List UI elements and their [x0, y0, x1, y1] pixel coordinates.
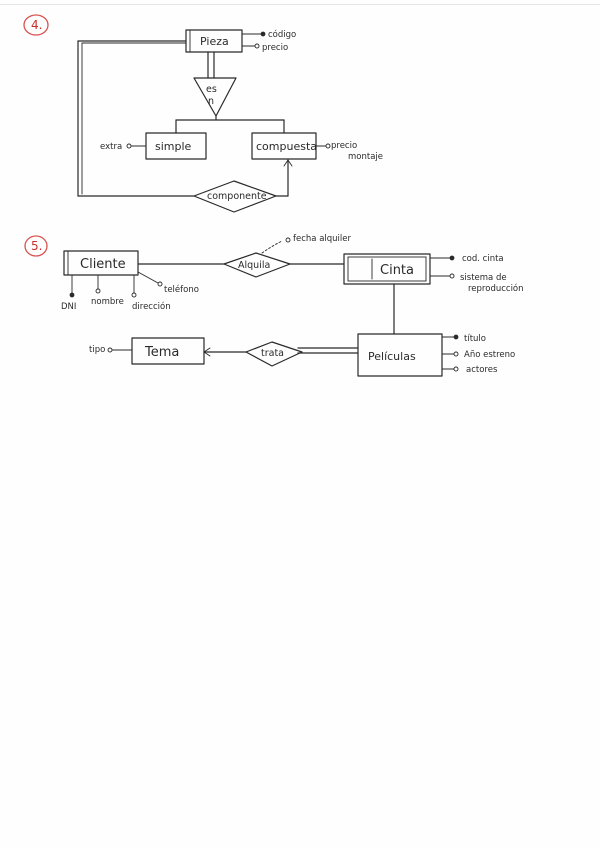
exercise-5-number-circle: [24, 235, 48, 257]
attribute-direccion: dirección: [132, 301, 171, 312]
attribute-sistema-1: sistema de: [460, 273, 507, 283]
entity-pieza: Pieza: [185, 29, 243, 53]
entity-pieza-label: Pieza: [200, 35, 229, 48]
attribute-titulo: título: [464, 334, 486, 344]
relationship-trata-label: trata: [261, 348, 284, 359]
attribute-sistema-2: reproducción: [468, 283, 524, 294]
entity-peliculas-box: [357, 333, 443, 377]
entity-cliente-box: [63, 250, 139, 276]
attribute-telefono: teléfono: [164, 284, 199, 295]
entity-tema-box: [131, 337, 205, 365]
attribute-actores: actores: [466, 365, 498, 375]
isa-label-bottom: n: [208, 96, 214, 107]
entity-cinta-box: [343, 253, 431, 285]
attribute-nombre: nombre: [91, 297, 124, 307]
relationship-componente: componente: [193, 180, 277, 213]
entity-peliculas-label: Películas: [368, 350, 416, 363]
entity-simple: simple: [145, 132, 207, 160]
attribute-tipo: tipo: [89, 345, 105, 355]
relationship-alquila: Alquila: [223, 252, 291, 278]
attribute-extra: extra: [100, 142, 122, 152]
entity-cliente-label: Cliente: [80, 257, 126, 272]
isa-label-top: es: [206, 84, 217, 95]
attribute-dni: DNI: [61, 302, 76, 312]
isa-triangle: es n: [193, 77, 237, 117]
entity-peliculas: Películas: [357, 333, 443, 377]
attribute-codigo: código: [268, 29, 296, 40]
relationship-componente-label: componente: [207, 191, 267, 202]
exercise-5-number: 5.: [31, 239, 42, 253]
entity-tema-label: Tema: [144, 345, 179, 360]
attribute-ano-estreno: Año estreno: [464, 350, 515, 360]
page-top-edge: [0, 4, 600, 5]
exercise-4-number-circle: [23, 14, 49, 36]
relationship-trata: trata: [245, 341, 303, 367]
relationship-trata-shape: [245, 341, 303, 367]
entity-compuesta: compuesta: [251, 132, 317, 160]
entity-cliente: Cliente: [63, 250, 139, 276]
exercise-4-number: 4.: [31, 18, 42, 32]
entity-simple-label: simple: [155, 140, 192, 153]
attribute-cod-cinta: cod. cinta: [462, 254, 504, 264]
relationship-alquila-label: Alquila: [238, 260, 270, 271]
attribute-precio-montaje-2: montaje: [348, 152, 383, 162]
exercise-5: 5. Cliente DNI nombre dirección teléfono: [24, 234, 524, 377]
entity-cinta: Cinta: [343, 253, 431, 285]
entity-cinta-label: Cinta: [380, 263, 414, 278]
attribute-precio: precio: [262, 43, 288, 53]
exercise-4: 4. Pieza código precio es n: [23, 14, 383, 213]
isa-triangle-shape: [193, 77, 237, 117]
entity-compuesta-label: compuesta: [256, 140, 317, 153]
attribute-precio-montaje-1: precio: [331, 141, 357, 151]
attribute-fecha-alquiler: fecha alquiler: [293, 234, 351, 244]
entity-tema: Tema: [131, 337, 205, 365]
